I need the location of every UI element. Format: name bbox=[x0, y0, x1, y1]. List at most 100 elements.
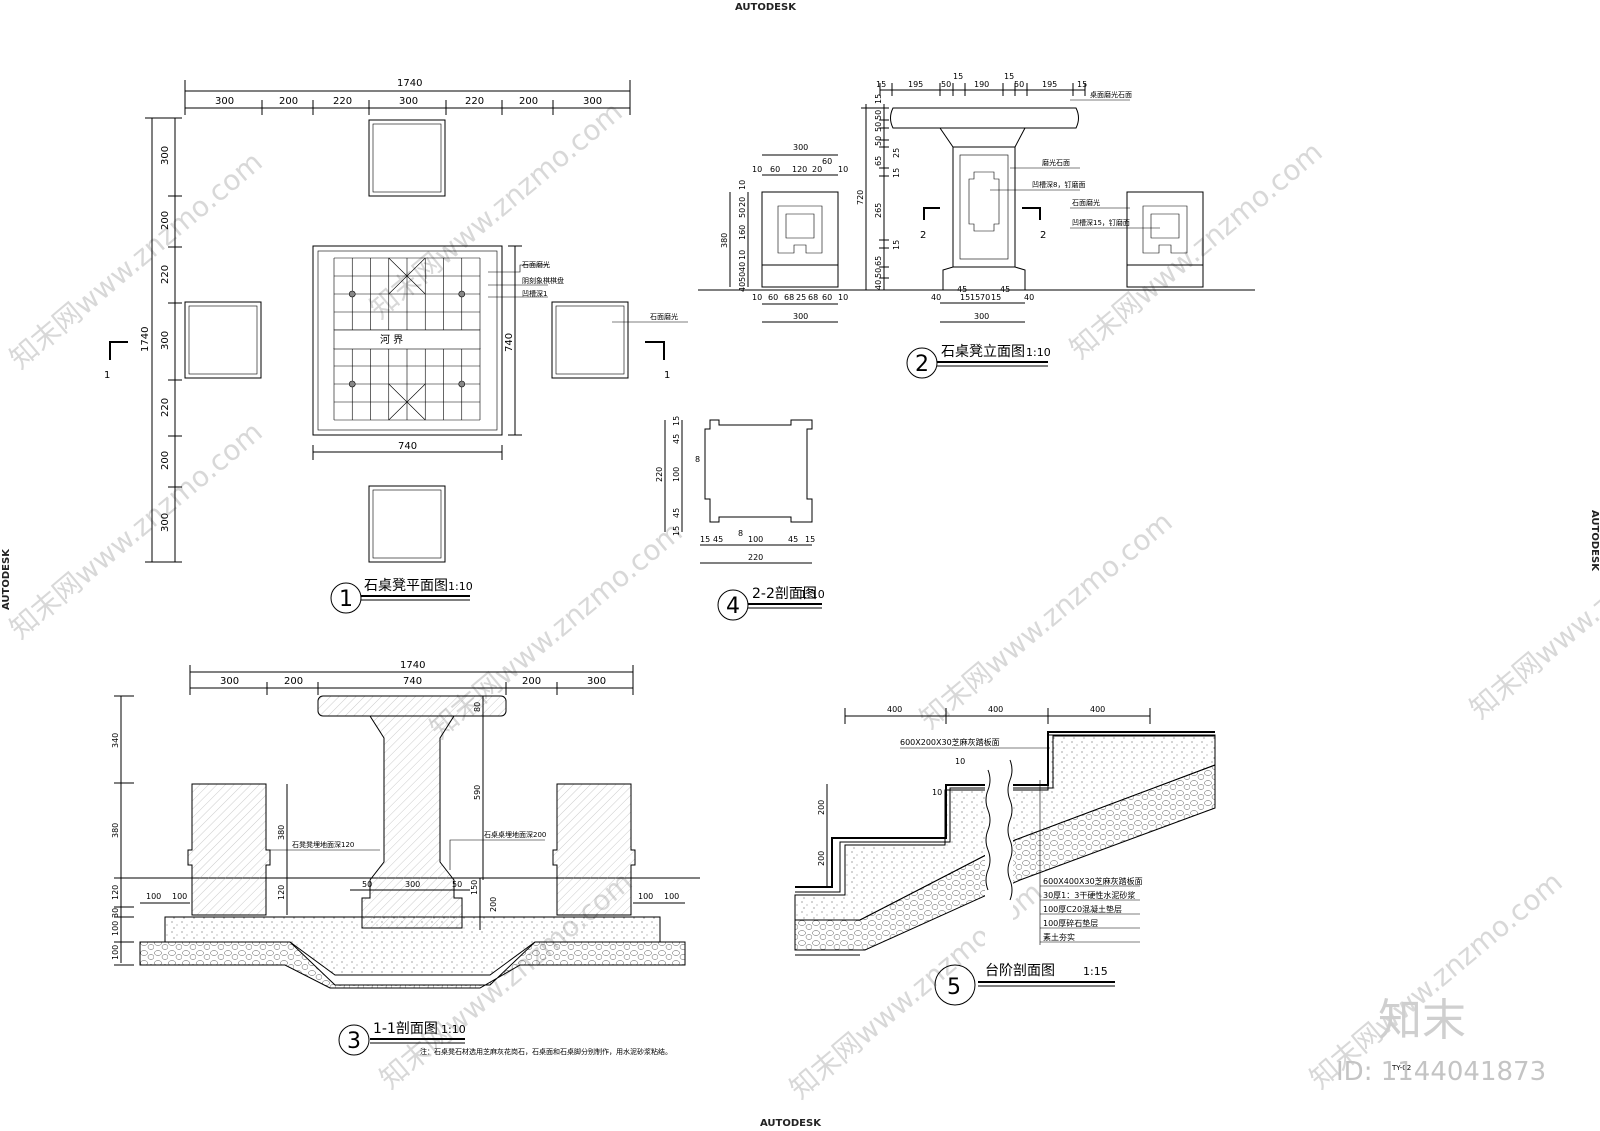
section-mark: 1 bbox=[664, 370, 670, 381]
dim-text: 15 bbox=[876, 80, 886, 89]
dim-text: 45 bbox=[788, 535, 798, 544]
dim-text: 300 bbox=[215, 96, 234, 107]
title-number: 5 bbox=[947, 975, 961, 1000]
dim-text: 300 bbox=[220, 676, 239, 687]
sect-note: 石凳凳埋地面深120 bbox=[292, 840, 354, 849]
page-code: TY-02 bbox=[1391, 1064, 1411, 1072]
sect-note: 石桌桌埋地面深200 bbox=[484, 830, 546, 839]
watermark-text: 知末网www.znzmo.com bbox=[913, 505, 1178, 735]
dim-text: 20 bbox=[812, 165, 822, 174]
dim-text: 220 bbox=[333, 96, 352, 107]
dim-text: 160 bbox=[738, 225, 747, 240]
dim-text: 20 bbox=[738, 197, 747, 207]
dim-text: 50 bbox=[452, 880, 462, 889]
dim-text: 220 bbox=[160, 265, 171, 284]
stair-layer: 30厚1：3干硬性水泥砂浆 bbox=[1043, 890, 1135, 900]
river-text: 河 界 bbox=[380, 334, 403, 346]
autodesk-bottom: AUTODESK bbox=[760, 1118, 822, 1129]
view-title: 2-2剖面图 bbox=[752, 586, 817, 602]
dim-text: 45 bbox=[672, 434, 681, 444]
dim-text: 200 bbox=[489, 897, 498, 912]
dim-text: 15 bbox=[672, 526, 681, 536]
dim-text: 15 bbox=[700, 535, 710, 544]
dim-text: 50 bbox=[1014, 80, 1024, 89]
chess-board bbox=[333, 257, 481, 421]
dim-text: 300 bbox=[793, 312, 808, 321]
dim-text: 10 bbox=[955, 757, 965, 766]
dim-text: 740 bbox=[504, 333, 515, 352]
plan-note: 石面磨光 bbox=[522, 260, 550, 269]
elev-note: 凹槽深8，钉磨面 bbox=[1032, 180, 1085, 189]
dim-text: 200 bbox=[284, 676, 303, 687]
dim-text: 45 bbox=[672, 508, 681, 518]
dim-text: 300 bbox=[160, 513, 171, 532]
image-id: ID: 1144041873 bbox=[1336, 1057, 1546, 1087]
dim-text: 30 bbox=[111, 908, 120, 918]
dim-text: 100 bbox=[172, 892, 187, 901]
dim-text: 100 bbox=[672, 467, 681, 482]
dim-text: 200 bbox=[522, 676, 541, 687]
title-number: 1 bbox=[339, 587, 353, 612]
view-title: 石桌凳立面图 bbox=[941, 344, 1025, 360]
dim-text: 120 bbox=[277, 885, 286, 900]
view-scale: 1:10 bbox=[1026, 346, 1051, 359]
dim-text: 300 bbox=[399, 96, 418, 107]
dim-text: 200 bbox=[817, 851, 826, 866]
dim-text: 15 bbox=[874, 94, 883, 104]
elev-note: 桌面磨光石面 bbox=[1090, 90, 1132, 99]
dim-text: 45 bbox=[957, 285, 967, 294]
dim-text: 50 bbox=[874, 122, 883, 132]
dim-text: 740 bbox=[398, 441, 417, 452]
dim-text: 100 bbox=[111, 945, 120, 960]
plan-note: 石面磨光 bbox=[650, 312, 678, 321]
dim-text: 8 bbox=[738, 529, 743, 538]
dim-text: 50 bbox=[874, 110, 883, 120]
title-number: 4 bbox=[726, 594, 740, 619]
view-scale: 1:15 bbox=[1083, 965, 1108, 978]
dim-text: 220 bbox=[160, 398, 171, 417]
dim-text: 50 bbox=[874, 268, 883, 278]
dim-text: 15 bbox=[970, 293, 980, 302]
dim-text: 1740 bbox=[397, 78, 422, 89]
dim-text: 200 bbox=[519, 96, 538, 107]
dim-text: 340 bbox=[111, 733, 120, 748]
footnote: 注：石桌凳石材选用芝麻灰花岗石，石桌面和石桌脚分别制作，用水泥砂浆粘结。 bbox=[420, 1047, 672, 1056]
elev-note: 凹槽深15，钉磨面 bbox=[1072, 218, 1130, 227]
dim-text: 50 bbox=[362, 880, 372, 889]
elev-note: 磨光石面 bbox=[1042, 158, 1070, 167]
dim-text: 380 bbox=[720, 233, 729, 248]
dim-text: 400 bbox=[1090, 705, 1105, 714]
dim-text: 15 bbox=[1077, 80, 1087, 89]
dim-text: 15 bbox=[805, 535, 815, 544]
dim-text: 200 bbox=[160, 451, 171, 470]
view-title: 1-1剖面图 bbox=[373, 1021, 438, 1037]
dim-text: 8 bbox=[695, 455, 700, 464]
dim-text: 65 bbox=[874, 256, 883, 266]
watermark-text: 知末网www.znzmo.com bbox=[1063, 135, 1328, 365]
elev-note: 石面磨光 bbox=[1072, 198, 1100, 207]
dim-text: 10 bbox=[838, 293, 848, 302]
dim-text: 400 bbox=[988, 705, 1003, 714]
dim-text: 10 bbox=[752, 293, 762, 302]
dim-text: 300 bbox=[793, 143, 808, 152]
section-mark: 1 bbox=[104, 370, 110, 381]
dim-text: 10 bbox=[932, 788, 942, 797]
plan-view: 1740 300 200 220 300 220 200 300 1740 30… bbox=[104, 78, 688, 614]
dim-text: 68 bbox=[784, 293, 794, 302]
stair-layer: 100厚C20混凝土垫层 bbox=[1043, 904, 1122, 914]
dim-text: 100 bbox=[146, 892, 161, 901]
section-1-1: 1740 300 200 740 200 300 340 380 120 30 … bbox=[111, 660, 700, 1056]
section-mark: 2 bbox=[920, 230, 926, 241]
stair-note: 600X200X30芝麻灰踏板面 bbox=[900, 737, 1000, 747]
dim-text: 15 bbox=[991, 293, 1001, 302]
dim-text: 1740 bbox=[400, 660, 425, 671]
dim-text: 100 bbox=[638, 892, 653, 901]
stair-layer: 600X400X30芝麻灰踏板面 bbox=[1043, 876, 1143, 886]
dim-text: 25 bbox=[892, 148, 901, 158]
dim-text: 15 bbox=[672, 416, 681, 426]
plan-note: 凹槽深1 bbox=[522, 289, 547, 298]
autodesk-left: AUTODESK bbox=[1, 548, 12, 610]
dim-text: 40 bbox=[931, 293, 941, 302]
dim-text: 50 bbox=[941, 80, 951, 89]
